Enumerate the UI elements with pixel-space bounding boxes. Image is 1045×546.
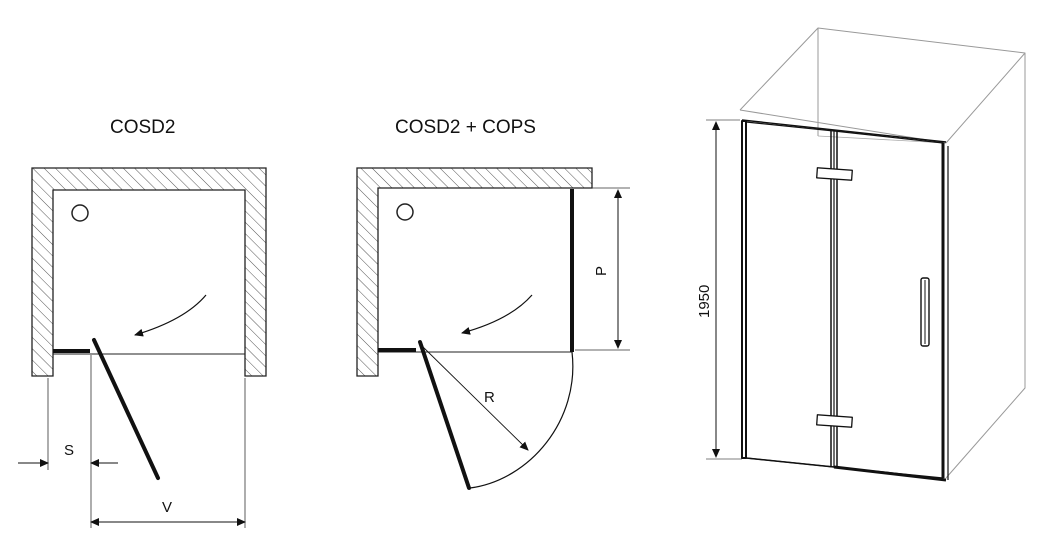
door-open (418, 340, 471, 490)
v-label: V (162, 499, 172, 516)
plan-cosd2: COSD2 S V (18, 117, 267, 528)
swing-arc (469, 351, 574, 489)
room-outline (739, 27, 1026, 479)
swing-arrow (134, 294, 207, 337)
fixed-panel-frame (741, 120, 747, 459)
door-open (92, 338, 160, 480)
height-label: 1950 (696, 285, 713, 318)
r-label: R (484, 389, 495, 406)
swing-arrow (461, 294, 533, 335)
drain-icon (71, 204, 89, 222)
hinge-top (816, 167, 853, 181)
door-bottom-profile (833, 465, 947, 482)
hinge-bottom (816, 414, 853, 428)
perspective-view: 1950 (696, 27, 1026, 482)
plan-cosd2-cops-title: COSD2 + COPS (395, 117, 536, 138)
drain-icon (396, 203, 414, 221)
room-back-line (817, 135, 947, 144)
r-radius-line (421, 345, 529, 451)
wall-cosd2 (31, 167, 267, 377)
s-label: S (64, 442, 74, 459)
plan-cosd2-cops: COSD2 + COPS R P (356, 117, 630, 490)
plan-cosd2-title: COSD2 (110, 117, 175, 138)
wall-cosd2-cops (356, 167, 593, 377)
fixed-bottom-profile (745, 457, 835, 468)
top-rail (741, 119, 947, 143)
p-label: P (593, 266, 610, 276)
